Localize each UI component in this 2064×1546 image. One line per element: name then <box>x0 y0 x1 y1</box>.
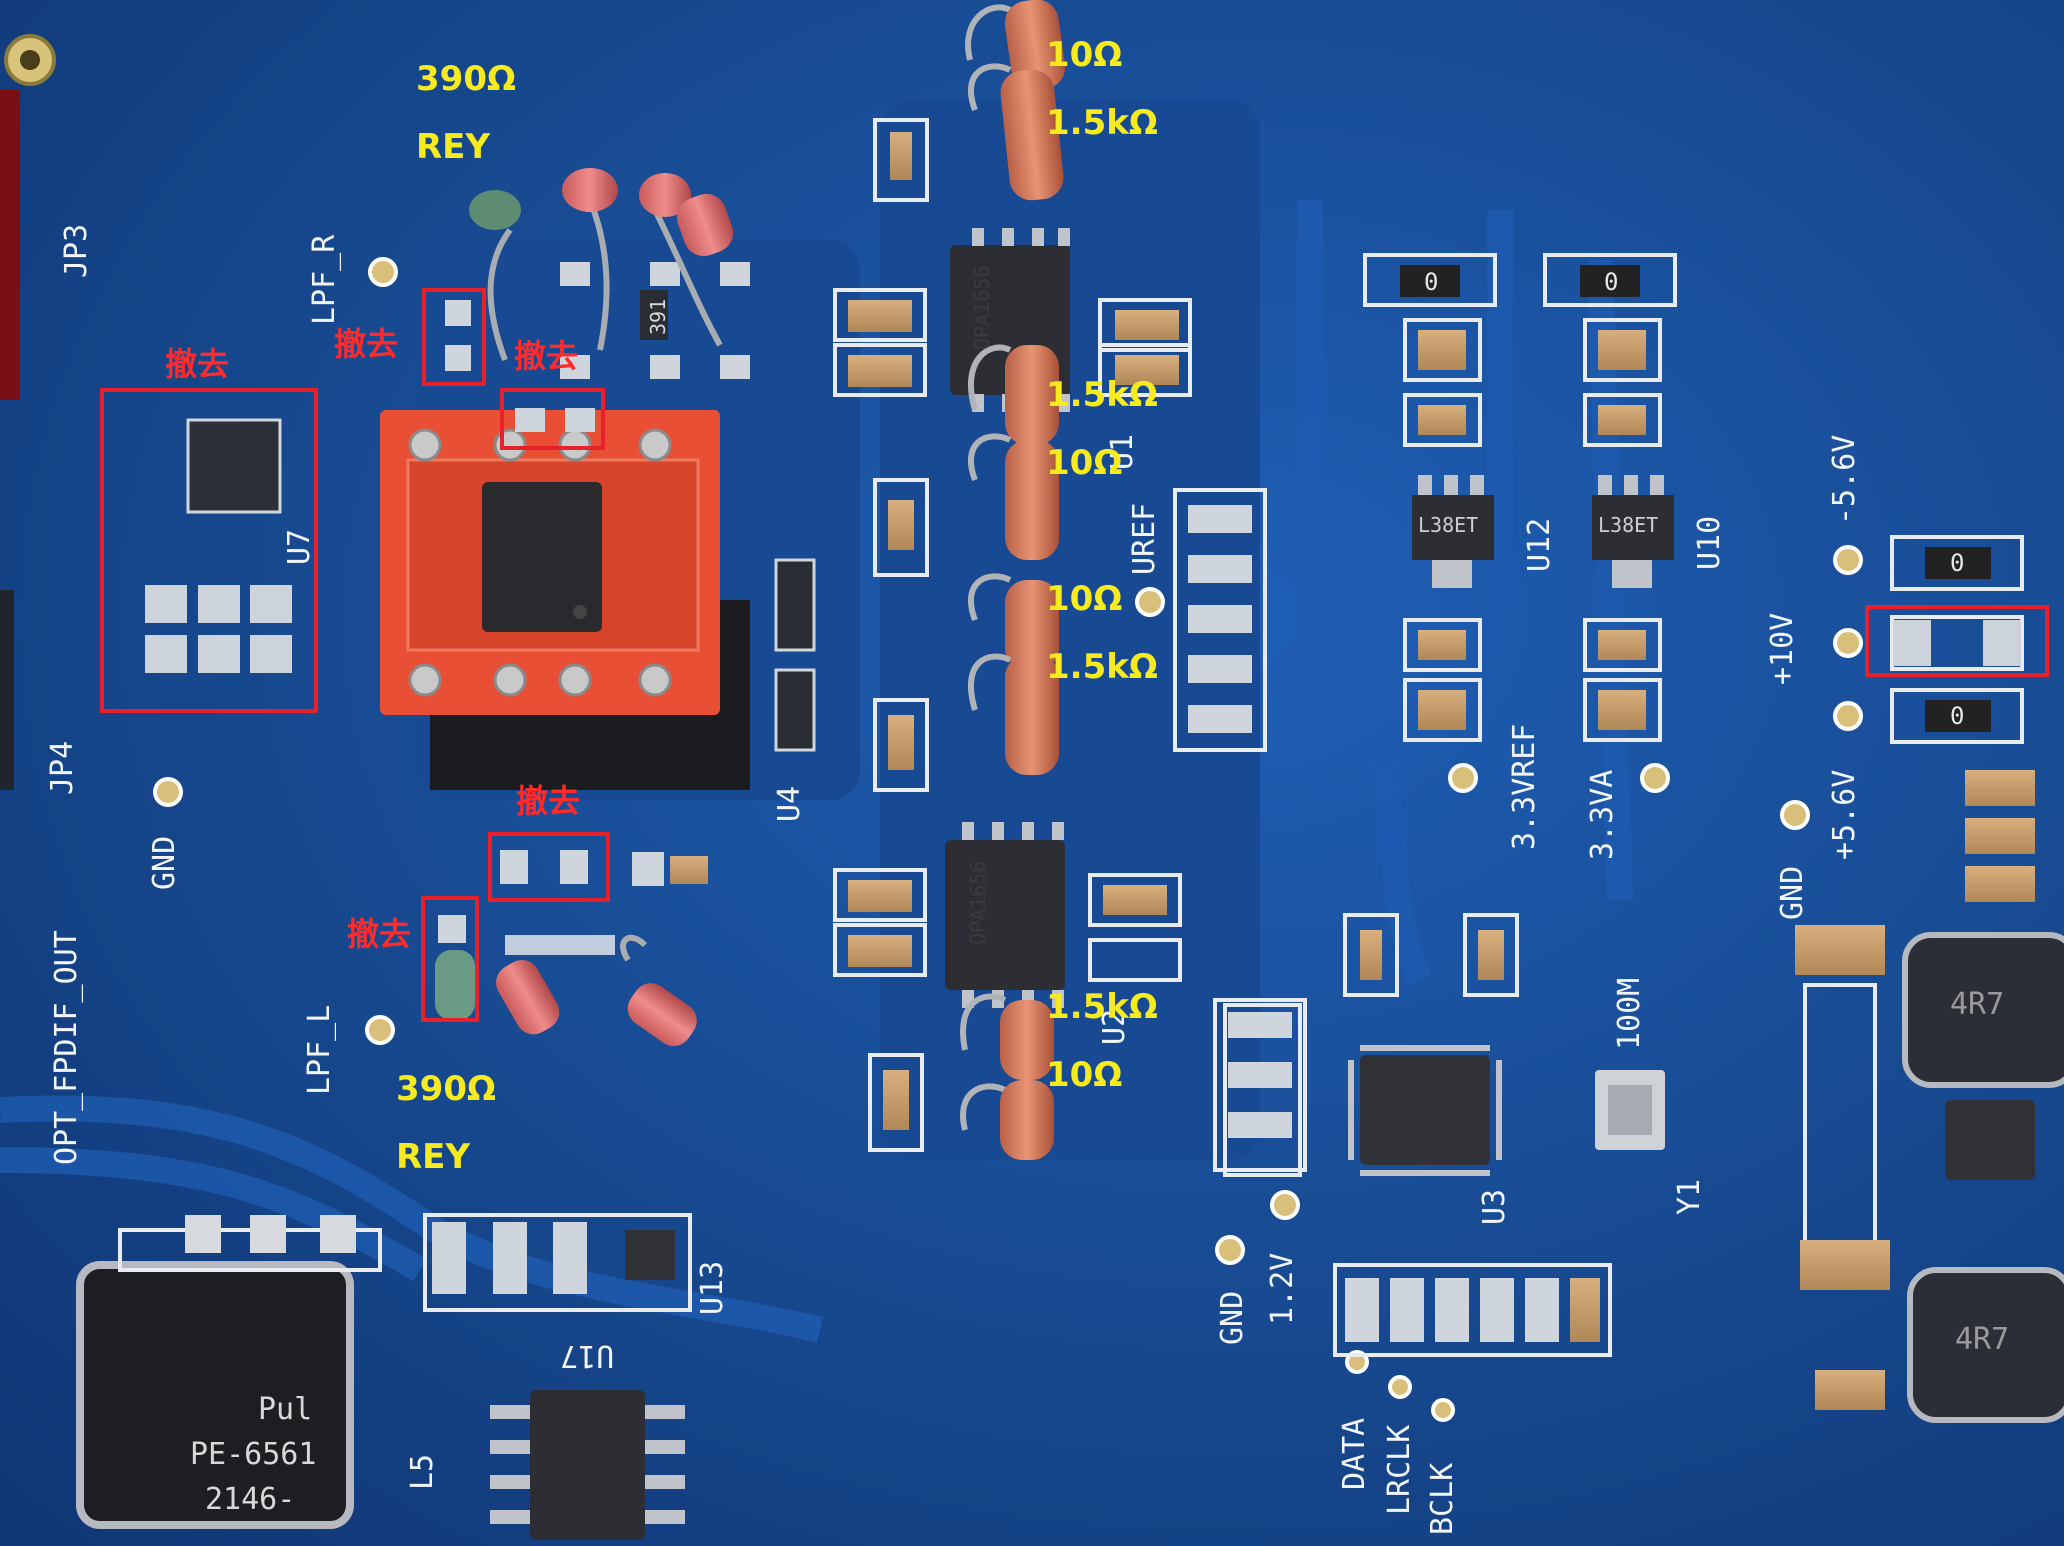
jp4-connector <box>0 590 14 790</box>
label-100m: 100M <box>1612 977 1647 1050</box>
mark-inductor-1: 4R7 <box>1950 987 2005 1022</box>
annot-390ohm-top: 390Ω <box>416 59 516 99</box>
jp3-connector <box>0 90 20 400</box>
highlight-pad-left-top <box>422 288 486 386</box>
label-uref: UREF <box>1127 502 1162 575</box>
label-1v2: 1.2V <box>1265 1252 1300 1325</box>
label-lrclk: LRCLK <box>1382 1424 1417 1515</box>
annot-10ohm-3: 10Ω <box>1046 579 1123 619</box>
annot-1k5-3: 1.5kΩ <box>1046 647 1158 687</box>
mark-reg-right: L38ET <box>1598 513 1659 537</box>
mark-zero-3: 0 <box>1950 549 1965 577</box>
label-u12: U12 <box>1522 517 1557 572</box>
label-u4: U4 <box>772 785 807 822</box>
label-u17: U17 <box>560 1338 615 1373</box>
highlight-pad-mid-top <box>500 388 605 450</box>
u3-and-crystal <box>1223 913 1665 1357</box>
label-gnd-bottom: GND <box>1215 1290 1250 1345</box>
label-gnd-left: GND <box>147 835 182 890</box>
annot-10ohm-1: 10Ω <box>1046 35 1123 75</box>
label-3v3va: 3.3VA <box>1585 769 1620 860</box>
mark-zero-4: 0 <box>1950 702 1965 730</box>
annot-10ohm-2: 10Ω <box>1046 443 1123 483</box>
axial-resistors <box>960 0 1066 1160</box>
label-u13: U13 <box>695 1260 730 1315</box>
annot-remove-u7: 撤去 <box>165 345 230 383</box>
mark-zero-2: 0 <box>1604 268 1619 296</box>
adapter-pins <box>408 428 672 697</box>
label-bclk: BCLK <box>1425 1462 1460 1535</box>
smd-pads-top <box>445 262 750 432</box>
label-u10: U10 <box>1692 515 1727 570</box>
highlight-pad-left-bottom <box>421 896 479 1022</box>
label-3v3ref: 3.3VREF <box>1507 723 1542 850</box>
annot-1k5-4: 1.5kΩ <box>1046 987 1158 1027</box>
mark-transformer-line2: 2146- <box>205 1482 296 1517</box>
opamp-adapter <box>380 410 750 790</box>
label-plus-5v6: +5.6V <box>1827 769 1862 860</box>
mark-opa-top: OPA1656 <box>970 265 994 350</box>
label-u3: U3 <box>1477 1188 1512 1225</box>
mark-transformer-line1: PE-6561 <box>190 1437 317 1472</box>
label-opt-out: OPT_FPDIF_OUT <box>49 930 84 1165</box>
label-y1: Y1 <box>1672 1178 1707 1215</box>
mark-reg-left: L38ET <box>1418 513 1479 537</box>
highlight-u7 <box>100 388 318 713</box>
inductors <box>1795 925 2064 1423</box>
annot-remove-mid-bottom: 撤去 <box>516 782 581 820</box>
annot-1k5-1: 1.5kΩ <box>1046 103 1158 143</box>
mark-transformer-brand: Pul <box>258 1392 313 1427</box>
label-jp3: JP3 <box>59 223 94 278</box>
label-plus-10v: +10V <box>1765 612 1800 685</box>
highlight-pad-mid-bottom <box>488 832 610 902</box>
u7-footprint <box>145 418 292 673</box>
annot-390ohm-bottom: 390Ω <box>396 1069 496 1109</box>
test-points <box>153 257 1863 1422</box>
mark-zero-1: 0 <box>1424 268 1439 296</box>
label-data: DATA <box>1337 1417 1372 1490</box>
label-lpf-r: LPF_R <box>307 234 342 325</box>
label-lpf-l: LPF_L <box>302 1004 337 1095</box>
pulse-transformer <box>76 1215 382 1529</box>
annot-remove-left-top: 撤去 <box>334 325 399 363</box>
mark-opa-bottom: OPA1656 <box>966 860 990 945</box>
annot-rey-bottom: REY <box>396 1137 471 1177</box>
annot-remove-mid-top: 撤去 <box>514 337 579 375</box>
power-select-pads <box>1890 535 2035 902</box>
u13-u17-area <box>423 1213 692 1540</box>
label-minus-5v6: -5.6V <box>1827 434 1862 525</box>
annot-10ohm-4: 10Ω <box>1046 1055 1123 1095</box>
resistors-pink-top <box>487 198 723 362</box>
annot-1k5-2: 1.5kΩ <box>1046 375 1158 415</box>
smd-components-mid <box>774 118 1307 1172</box>
regulator-section <box>1363 253 1677 742</box>
resistors-pink-bottom <box>435 934 697 1047</box>
opa-bottom-chip <box>945 822 1065 1008</box>
label-l5: L5 <box>405 1453 440 1490</box>
label-jp4: JP4 <box>45 740 80 795</box>
highlight-power-select <box>1865 605 2049 677</box>
mark-res-391: 391 <box>646 298 670 335</box>
annot-remove-left-bottom: 撤去 <box>347 915 412 953</box>
annot-rey-top: REY <box>416 127 491 167</box>
mark-inductor-2: 4R7 <box>1955 1322 2010 1357</box>
label-gnd-right: GND <box>1775 865 1810 920</box>
